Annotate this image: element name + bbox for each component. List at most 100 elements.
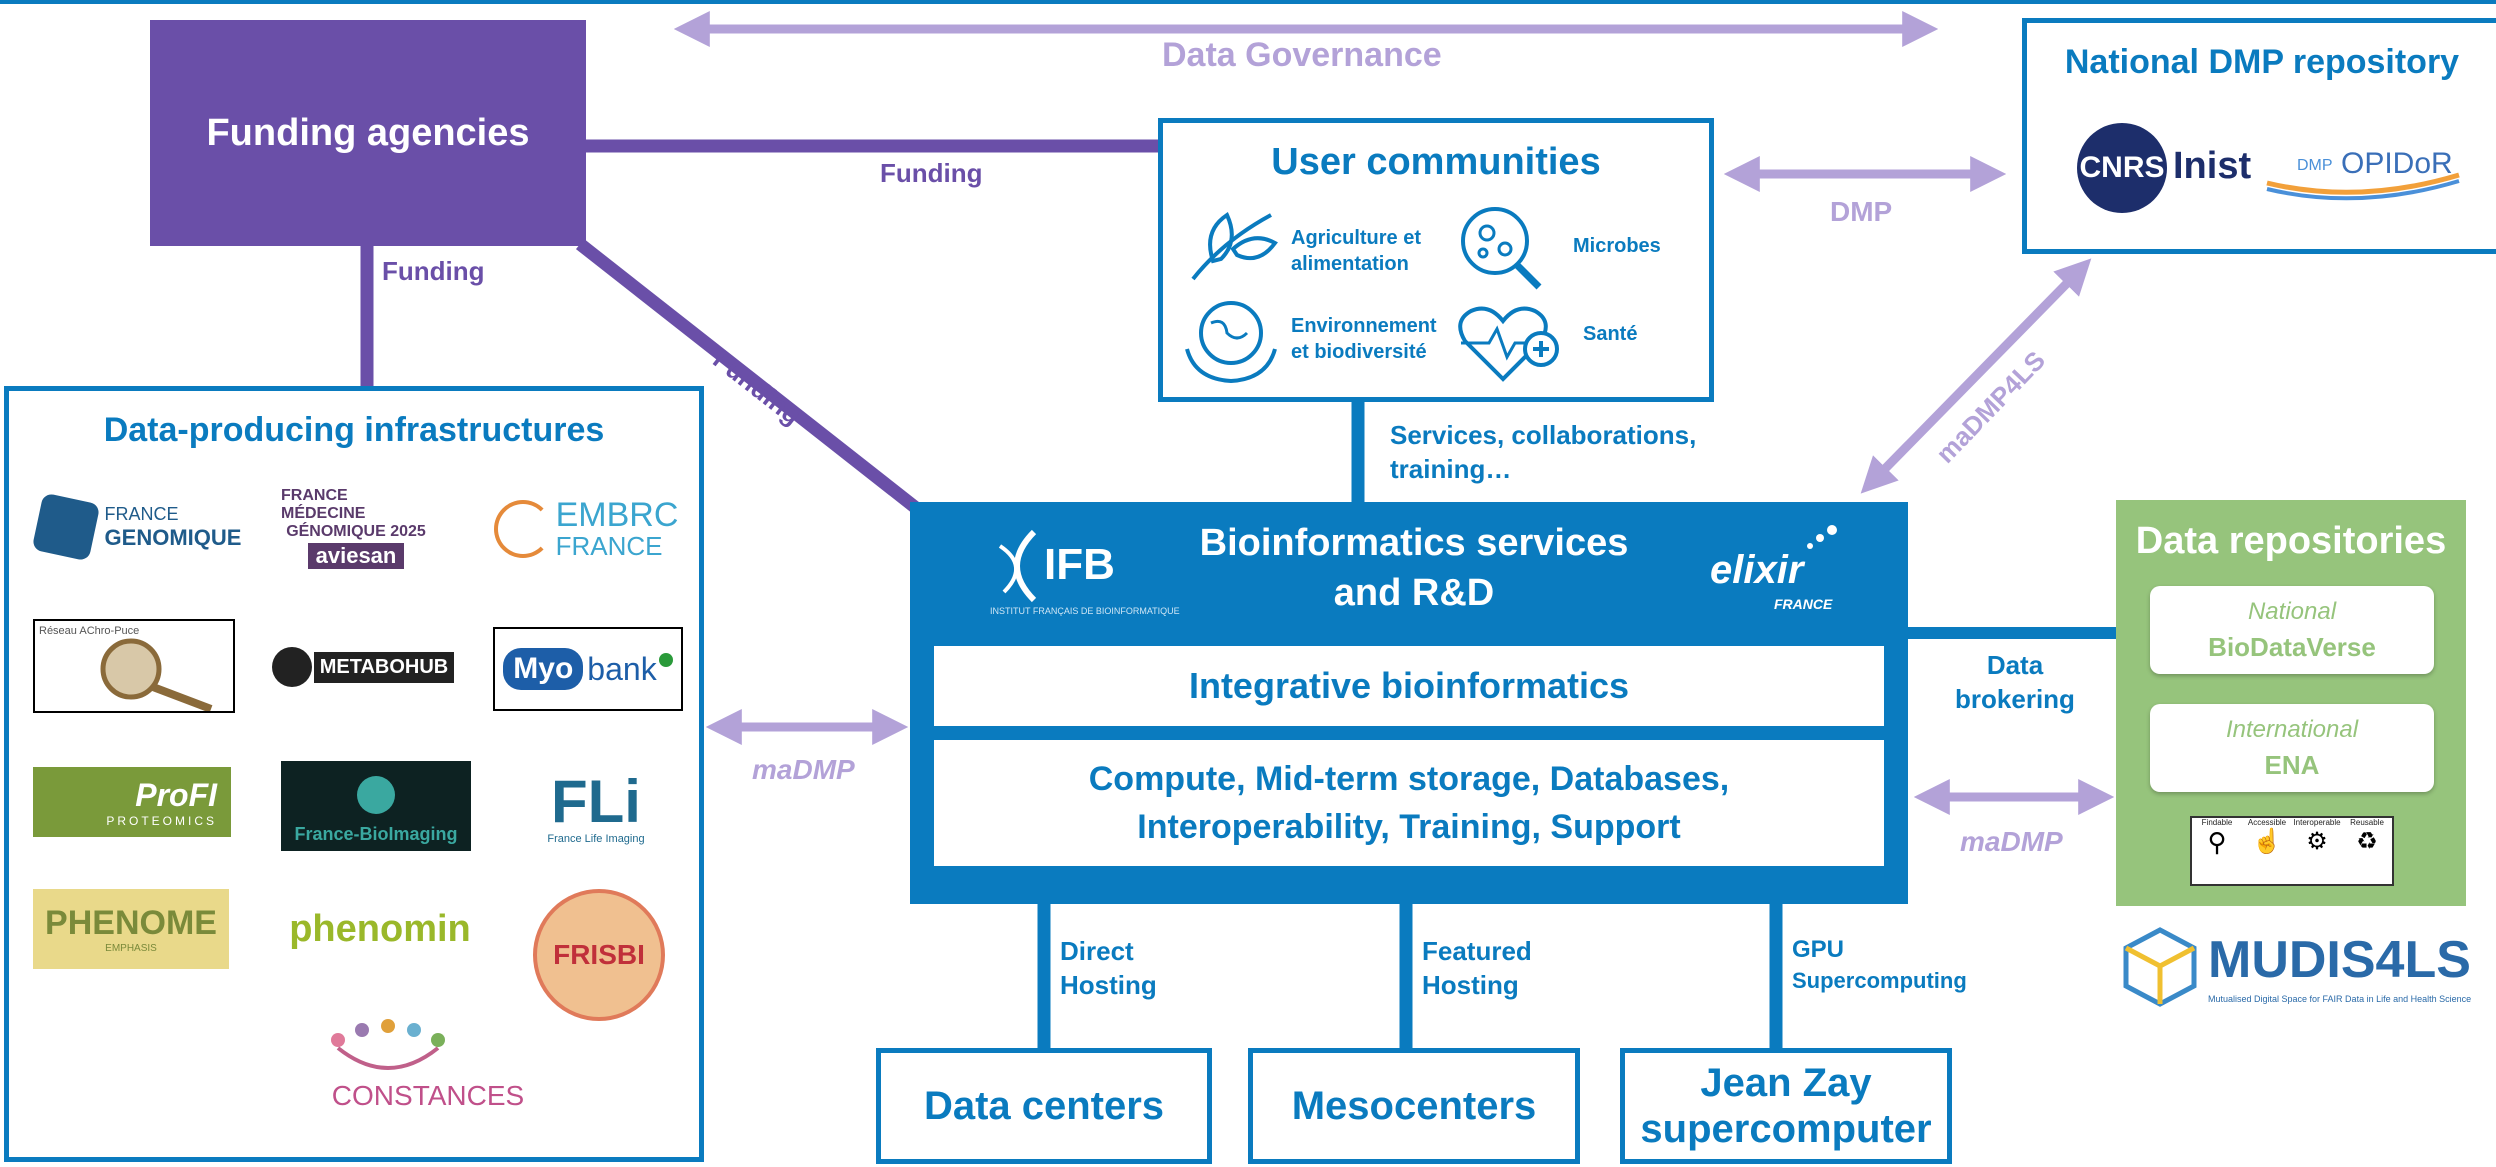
france-genomique-mark [31, 492, 100, 562]
ifb-dna-icon [998, 529, 1037, 603]
integrative-text: Integrative bioinformatics [1188, 665, 1630, 706]
national-dmp-title: National DMP repository [2064, 43, 2460, 81]
elixir-logo-subtext: FRANCE [1774, 596, 1833, 612]
dmp-opidor-logo: DMP OPIDoR [2259, 135, 2469, 205]
phenome-text1: PHENOME [45, 904, 217, 942]
fair-a-text: Accessible [2247, 818, 2287, 827]
elixir-logo: elixir FRANCE [1710, 522, 1860, 612]
fair-logo: Findable ⚲ Accessible ☝ Interoperable ⚙ … [2190, 816, 2394, 886]
magnifier-map-icon [100, 638, 213, 711]
myobank-text1: Myo [503, 648, 584, 690]
community-agriculture: Agriculture et alimentation [1291, 227, 1422, 275]
ifb-logo: IFB INSTITUT FRANÇAIS DE BIOINFORMATIQUE [990, 526, 1180, 616]
ena-name: ENA [2264, 749, 2320, 780]
fair-i-text: Interoperable [2293, 818, 2341, 827]
community-microbes: Microbes [1573, 235, 1661, 257]
user-communities-title: User communities [1271, 141, 1601, 183]
fli-text1: FLi [551, 768, 641, 835]
myobank-logo: Myo bank [493, 627, 683, 711]
biodataverse-name: BioDataVerse [2208, 631, 2376, 662]
jean-zay-box: Jean Zay supercomputer [1620, 1048, 1952, 1164]
fli-text2: France Life Imaging [547, 833, 645, 845]
compute-box: Compute, Mid-term storage, Databases, In… [934, 740, 1884, 866]
integrative-box: Integrative bioinformatics [934, 646, 1884, 726]
biodataverse-box: National BioDataVerse [2150, 586, 2434, 674]
metabohub-logo: METABOHUB [265, 645, 461, 689]
aviesan-text: aviesan [307, 543, 405, 569]
cnrs-logo-text: CNRS [2079, 151, 2165, 184]
myobank-dot [658, 653, 673, 667]
mudis-cube-icon [2123, 927, 2197, 1007]
top-border [0, 0, 2496, 4]
ena-box: International ENA [2150, 704, 2434, 792]
data-centers-box: Data centers [876, 1048, 1212, 1164]
featured-hosting-label: Featured Hosting [1422, 936, 1532, 1000]
ifb-box: IFB INSTITUT FRANÇAIS DE BIOINFORMATIQUE… [910, 502, 1908, 904]
data-centers-label: Data centers [923, 1083, 1165, 1128]
dmp-logo-text: DMP [2297, 157, 2333, 174]
phenomin-logo: phenomin [263, 901, 497, 957]
data-brokering-label: Data brokering [1955, 650, 2075, 714]
inist-logo: Inist [2173, 145, 2252, 187]
phenome-text2: EMPHASIS [105, 943, 157, 954]
gpu-label: GPU [1792, 936, 1845, 963]
fmg2025-logo: FRANCE MÉDECINE GÉNOMIQUE 2025 aviesan [281, 487, 431, 569]
fli-logo: FLi France Life Imaging [521, 763, 671, 853]
mesocenters-box: Mesocenters [1248, 1048, 1580, 1164]
constances-text: CONSTANCES [331, 1080, 525, 1111]
gpu-sub-label: Supercomputing [1792, 968, 1967, 993]
opidor-swoosh [2266, 172, 2460, 201]
frisbi-text: FRISBI [553, 939, 645, 970]
embrc-text1: EMBRC [555, 496, 679, 534]
plant-icon [1191, 212, 1278, 281]
microbe-icon [1461, 207, 1542, 290]
data-repositories-title: Data repositories [2135, 520, 2447, 562]
recycle-icon: ♻ [2356, 828, 2378, 855]
mesocenters-label: Mesocenters [1291, 1083, 1537, 1128]
earth-hands-icon [1185, 301, 1277, 384]
funding-agencies-title: Funding agencies [206, 111, 530, 154]
data-governance-label: Data Governance [1162, 36, 1442, 74]
ifb-title: Bioinformatics services and R&D [1199, 522, 1629, 614]
data-producing-title: Data-producing infrastructures [103, 411, 605, 449]
cnrs-logo: CNRS [2077, 123, 2167, 213]
embrc-mark [493, 500, 552, 558]
elixir-logo-text: elixir [1710, 548, 1804, 592]
international-label: International [2225, 715, 2359, 743]
compute-text1: Compute, Mid-term storage, Databases, [1088, 760, 1730, 798]
mudis-name: MUDIS4LS [2208, 931, 2471, 989]
metabohub-text: METABOHUB [313, 651, 455, 683]
bioimaging-text: France-BioImaging [294, 824, 458, 844]
bioimaging-mark [357, 776, 395, 814]
data-producing-box: Data-producing infrastructures FRANCE GE… [4, 386, 704, 1162]
funding-line-diag [575, 238, 921, 514]
compute-text2: Interoperability, Training, Support [1137, 808, 1681, 846]
constances-logo: CONSTANCES [233, 1015, 543, 1115]
elixir-dots-icon [1807, 525, 1837, 549]
gears-icon: ⚙ [2306, 828, 2328, 855]
france-bioimaging-logo: France-BioImaging [281, 761, 471, 851]
mudis4ls-logo: MUDIS4LS Mutualised Digital Space for FA… [2120, 924, 2471, 1014]
data-repositories-box: Data repositories National BioDataVerse … [2116, 500, 2466, 906]
mudis-tagline: Mutualised Digital Space for FAIR Data i… [2208, 994, 2472, 1004]
funding-label-top: Funding [880, 158, 983, 188]
community-environment: Environnement et biodiversité [1291, 315, 1437, 363]
achrofrance-text: Réseau AChro-Puce [39, 625, 140, 637]
france-genomique-text1: FRANCE [104, 503, 179, 524]
fmg-text2: GÉNOMIQUE 2025 [286, 523, 426, 540]
phenomin-text: phenomin [289, 907, 471, 950]
constances-people-icon [331, 1019, 445, 1070]
fair-interoperable: Interoperable ⚙ [2292, 818, 2342, 884]
ifb-logo-text: IFB [1044, 540, 1115, 589]
achrofrance-logo: Réseau AChro-Puce [33, 619, 235, 713]
myobank-text2: bank [587, 650, 657, 687]
opidor-logo-text: OPIDoR [2341, 147, 2453, 180]
fair-f-text: Findable [2201, 818, 2233, 827]
embrc-logo: EMBRC FRANCE [481, 491, 691, 567]
embrc-text2: FRANCE [555, 531, 663, 561]
heart-pulse-icon [1458, 306, 1559, 382]
france-genomique-logo: FRANCE GENOMIQUE [29, 491, 249, 563]
madmp-right-label: maDMP [1960, 826, 2063, 857]
services-label: Services, collaborations, training… [1390, 420, 1697, 484]
user-communities-box: User communities Agriculture et alimenta… [1158, 118, 1714, 402]
